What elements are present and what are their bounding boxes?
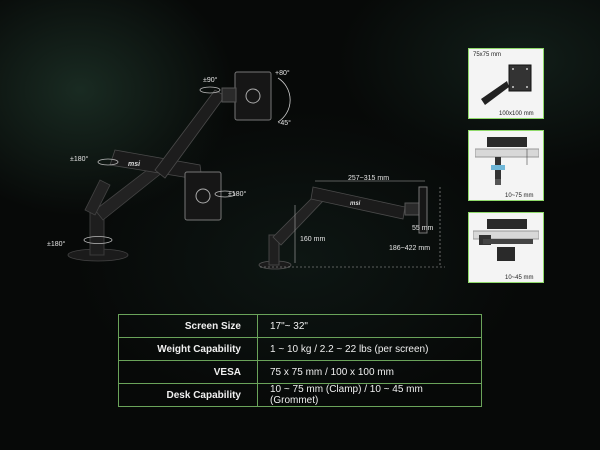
grommet-detail-panel: 10~45 mm <box>468 212 544 283</box>
single-arm-dimension-illustration: msi <box>258 180 445 270</box>
grommet-range-label: 10~45 mm <box>505 275 534 281</box>
height-label: 160 mm <box>300 236 326 243</box>
swivel-mid-label: ±180° <box>70 156 89 163</box>
spec-value: 1 ~ 10 kg / 2.2 ~ 22 lbs (per screen) <box>257 337 482 361</box>
vesa-large-label: 100x100 mm <box>499 111 534 117</box>
spec-key: Screen Size <box>118 314 258 338</box>
brand-logo: msi <box>128 161 141 168</box>
reach-label: 257~315 mm <box>348 175 390 182</box>
spec-key: Weight Capability <box>118 337 258 361</box>
svg-text:msi: msi <box>350 201 361 207</box>
rotation-label: ±90° <box>203 77 218 84</box>
dual-monitor-arm-illustration: msi <box>67 71 291 262</box>
spec-key: Desk Capability <box>118 383 258 407</box>
spec-value: 75 x 75 mm / 100 x 100 mm <box>257 360 482 384</box>
swivel-base-label: ±180° <box>47 241 66 248</box>
range-label: 186~422 mm <box>389 245 431 252</box>
clamp-icon <box>475 137 539 185</box>
swivel-right-label: ±180° <box>228 191 247 198</box>
spec-row: Weight Capability 1 ~ 10 kg / 2.2 ~ 22 l… <box>118 337 482 361</box>
clamp-detail-panel: 10~75 mm <box>468 130 544 201</box>
spec-row: VESA 75 x 75 mm / 100 x 100 mm <box>118 360 482 384</box>
spec-row: Screen Size 17"~ 32" <box>118 314 482 338</box>
vesa-small-label: 75x75 mm <box>473 52 502 58</box>
spec-table: Screen Size 17"~ 32" Weight Capability 1… <box>118 314 482 407</box>
tilt-up-label: +80° <box>275 70 290 77</box>
spec-row: Desk Capability 10 ~ 75 mm (Clamp) / 10 … <box>118 383 482 407</box>
vesa-detail-panel: 75x75 mm 100x100 mm <box>468 48 544 119</box>
clamp-range-label: 10~75 mm <box>505 193 534 199</box>
grommet-icon <box>473 219 539 261</box>
tilt-down-label: -45° <box>278 120 291 127</box>
spec-value: 10 ~ 75 mm (Clamp) / 10 ~ 45 mm (Grommet… <box>257 383 482 407</box>
depth-label: 55 mm <box>412 225 434 232</box>
vesa-plate-icon <box>481 64 532 105</box>
spec-value: 17"~ 32" <box>257 314 482 338</box>
spec-key: VESA <box>118 360 258 384</box>
